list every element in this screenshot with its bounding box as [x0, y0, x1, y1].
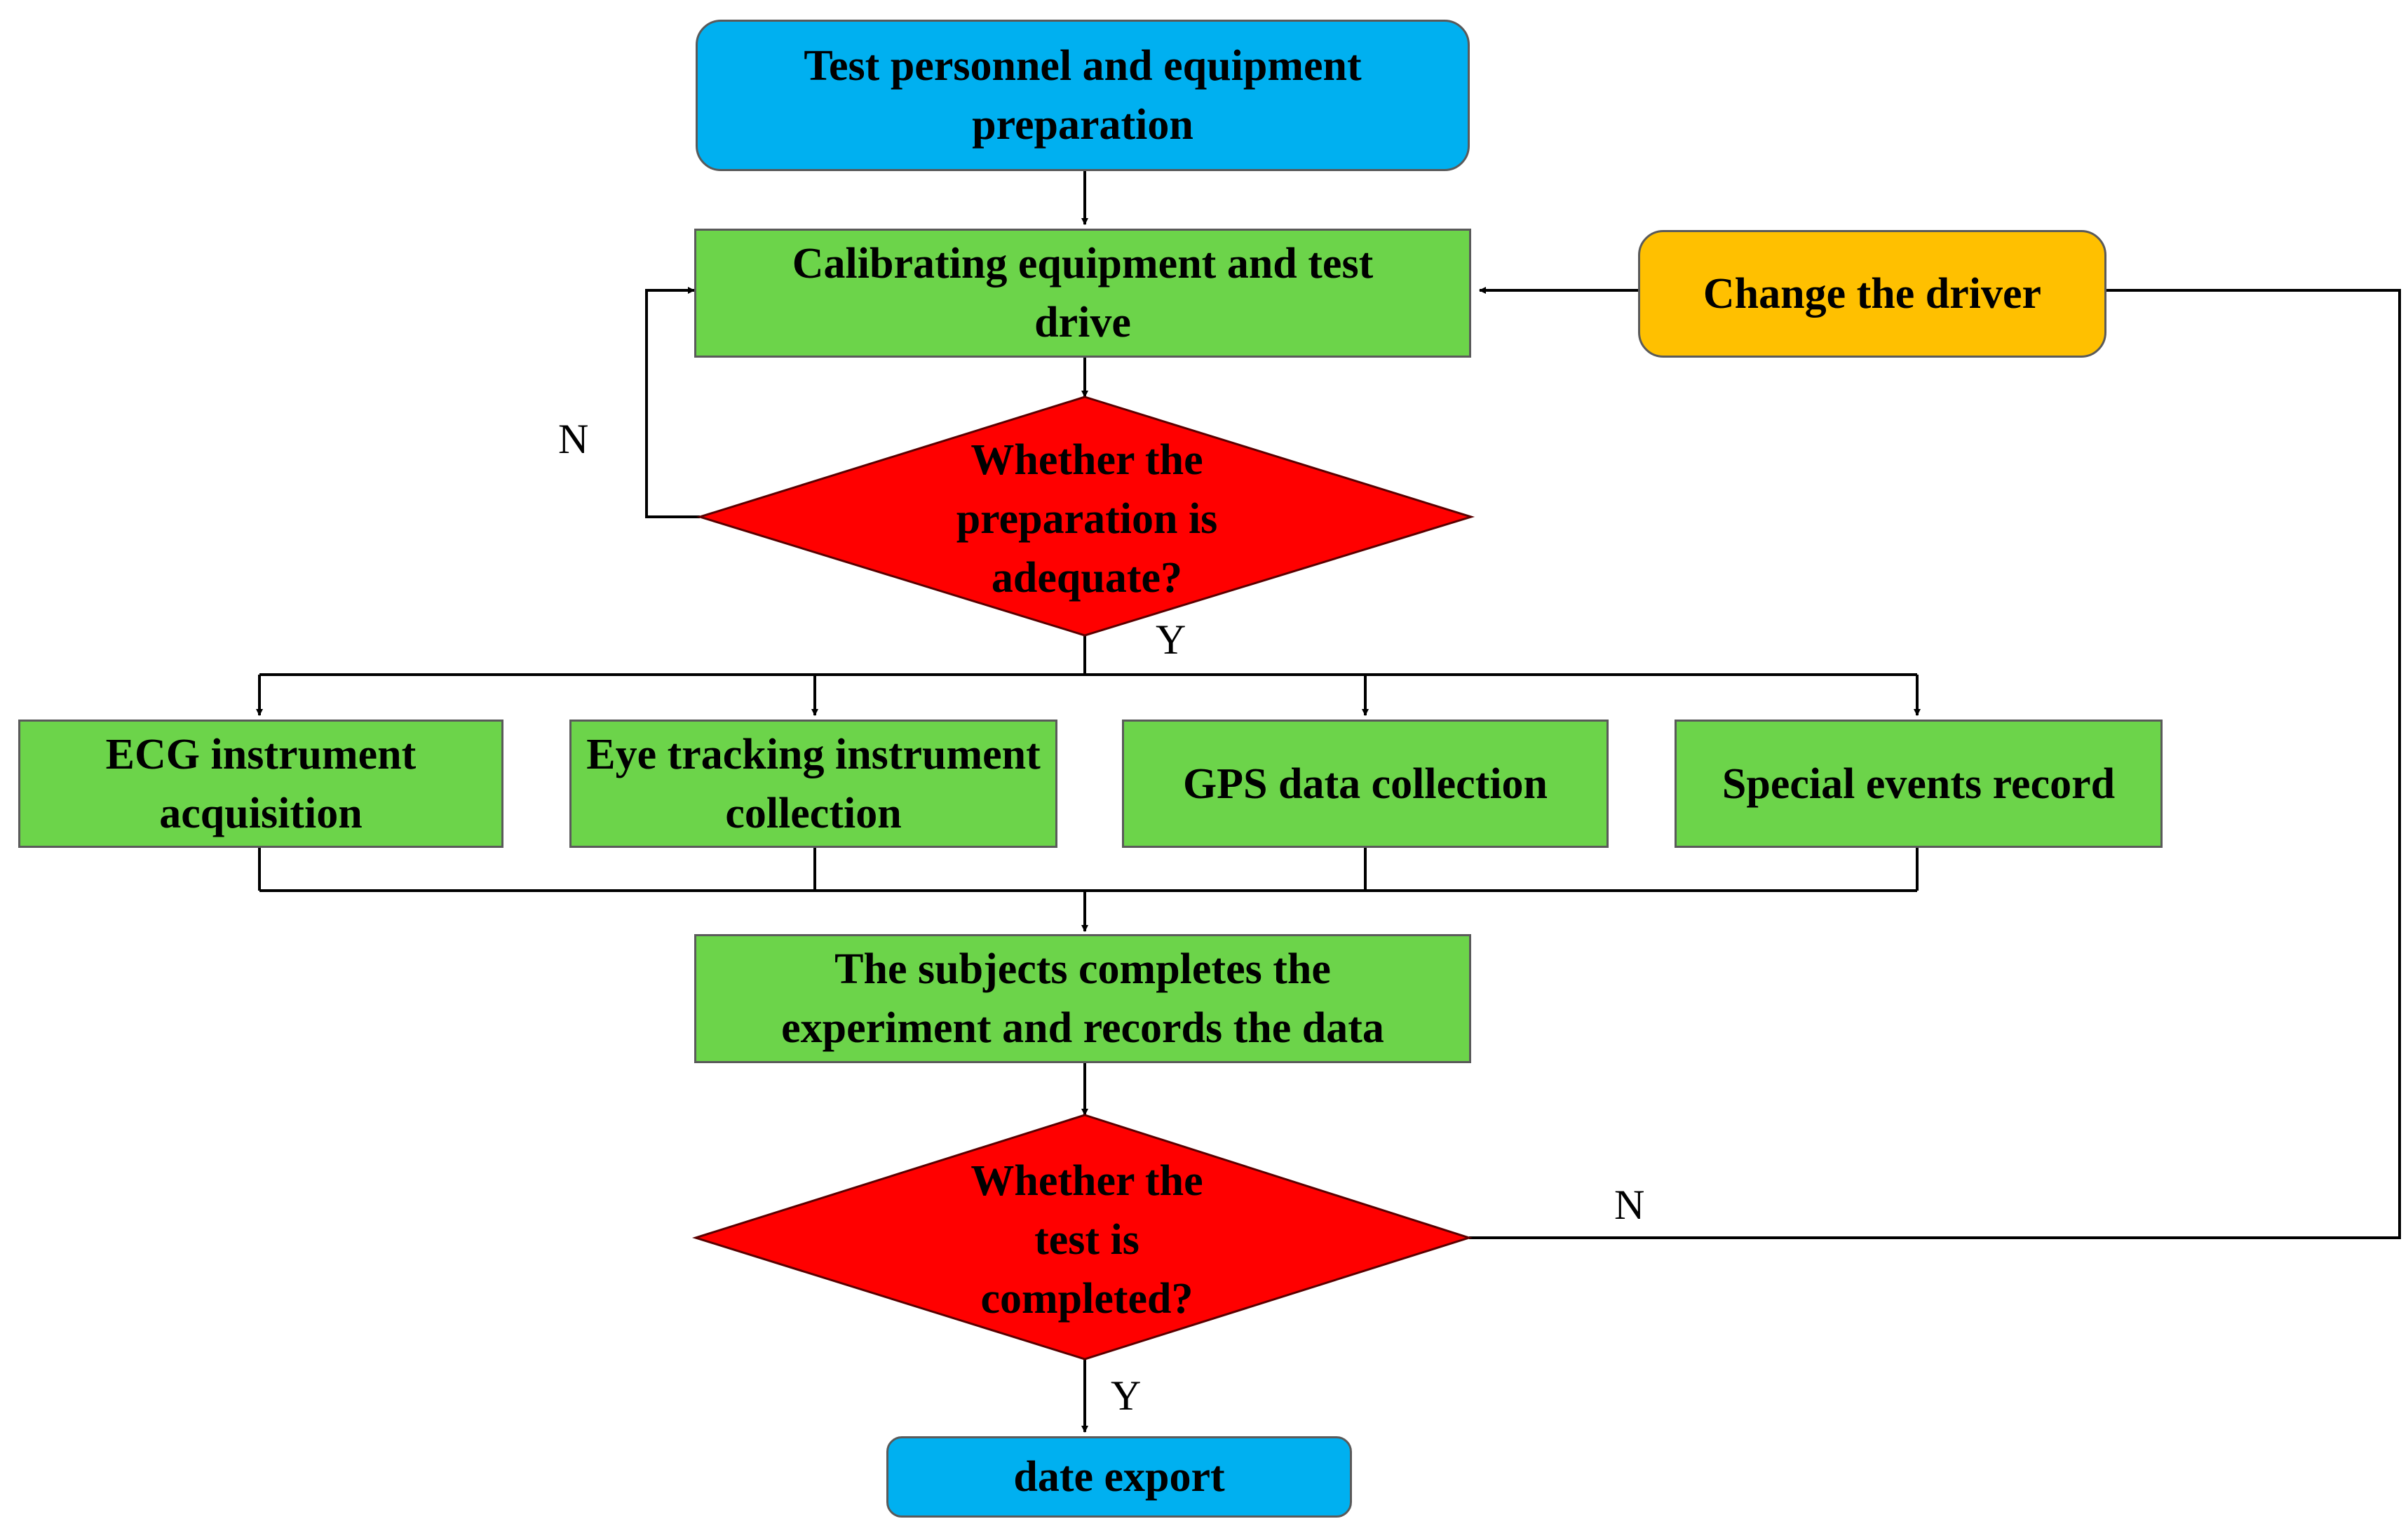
start-node-label: Test personnel and equipment preparation	[804, 42, 1362, 149]
label-yes-test: Y	[1111, 1372, 1142, 1419]
export-node-label: date export	[1013, 1453, 1225, 1501]
decision-test-label-wrap: Whether the test is completed?	[933, 1142, 1241, 1338]
complete-node: The subjects completes the experiment an…	[694, 934, 1471, 1063]
eye-node-label: Eye tracking instrument collection	[586, 730, 1041, 837]
complete-node-label: The subjects completes the experiment an…	[781, 945, 1384, 1052]
ecg-node-label: ECG instrument acquisition	[105, 730, 417, 837]
export-node: date export	[886, 1436, 1352, 1518]
calibrate-node-label: Calibrating equipment and test drive	[792, 240, 1374, 346]
ecg-node: ECG instrument acquisition	[18, 720, 503, 848]
decision-diamond-preparation	[696, 396, 1475, 637]
change-driver-node-label: Change the driver	[1703, 270, 2042, 318]
label-yes-preparation: Y	[1156, 616, 1186, 663]
decision-diamond-test	[691, 1114, 1473, 1360]
eye-node: Eye tracking instrument collection	[569, 720, 1057, 848]
change-driver-node: Change the driver	[1638, 230, 2106, 358]
special-node: Special events record	[1675, 720, 2163, 848]
start-node: Test personnel and equipment preparation	[696, 20, 1470, 171]
calibrate-node: Calibrating equipment and test drive	[694, 229, 1471, 358]
label-no-test: N	[1614, 1182, 1645, 1228]
gps-node-label: GPS data collection	[1182, 759, 1548, 808]
special-node-label: Special events record	[1722, 759, 2116, 808]
decision-preparation-label-wrap: Whether the preparation is adequate?	[905, 421, 1269, 617]
decision-test-label: Whether the test is completed?	[970, 1157, 1203, 1323]
gps-node: GPS data collection	[1122, 720, 1609, 848]
decision-preparation-label: Whether the preparation is adequate?	[956, 436, 1218, 602]
label-no-preparation: N	[558, 416, 589, 462]
arrow-no-to-calibrate	[645, 287, 700, 518]
